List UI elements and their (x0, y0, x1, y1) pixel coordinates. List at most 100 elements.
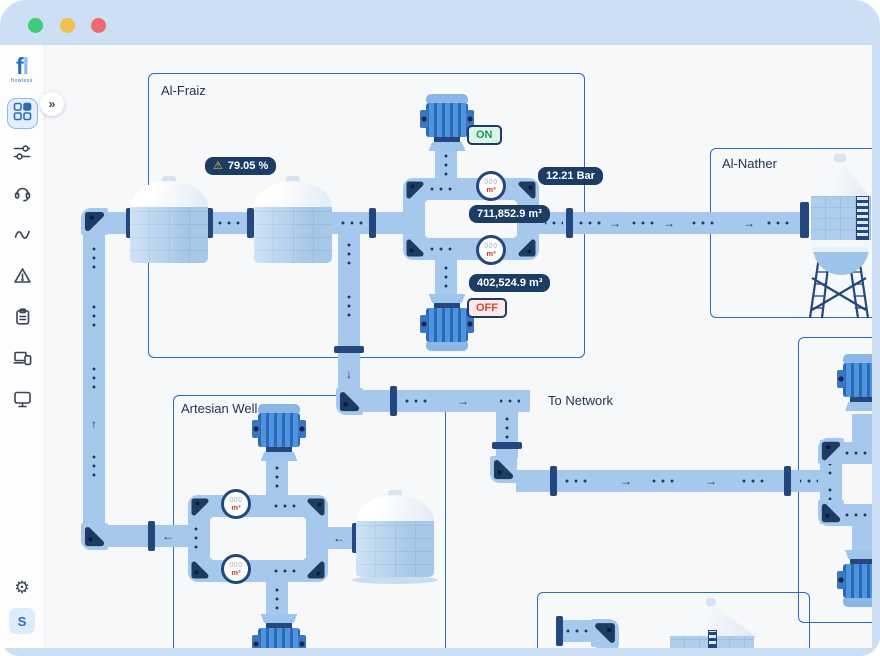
meter-unit: m³ (486, 184, 496, 194)
meter-value: 000 (229, 496, 243, 504)
flow-total-bottom-badge[interactable]: 402,524.9 m³ (469, 274, 551, 292)
pump-top (837, 354, 872, 411)
pipe-pump-top (852, 414, 872, 442)
pipe-elbow (304, 495, 328, 519)
flow-arrow-down-icon: ↓ (346, 367, 352, 381)
pipe-elbow (490, 456, 517, 483)
traffic-light-yellow[interactable] (60, 18, 75, 33)
sidebar-item-devices[interactable] (7, 344, 38, 375)
settings-gear-icon[interactable]: ⚙ (14, 578, 30, 597)
flow-arrow-left-icon: ← (333, 531, 345, 545)
pipe-dots (845, 450, 867, 456)
dashboard-grid-icon (13, 102, 32, 126)
pump-top-status-badge[interactable]: ON (467, 125, 502, 145)
pipe-flange (800, 202, 809, 238)
flow-meter[interactable]: 000 m³ (476, 235, 506, 265)
pressure-badge[interactable]: 12.21 Bar (538, 167, 603, 185)
sidebar-item-monitoring[interactable] (7, 385, 38, 416)
sidebar-item-reports[interactable] (7, 303, 38, 334)
pipe-pump-bottom (852, 526, 872, 550)
flow-arrow-right-icon: → (620, 474, 632, 488)
pipe-elbow (818, 500, 844, 526)
storage-tank (356, 490, 434, 577)
flow-meter[interactable]: 000 m³ (221, 489, 251, 519)
sidebar-expand-button[interactable]: » (40, 92, 64, 116)
pipe-flange (550, 466, 557, 496)
pipe-dots (91, 245, 97, 271)
user-avatar[interactable]: S (9, 608, 35, 634)
headset-icon (13, 184, 32, 208)
network-diagram-canvas[interactable]: Al-Fraiz Al-Nather Artesian Well To Netw… (45, 45, 872, 648)
pipe-loop-right (306, 516, 328, 562)
pipe-dots (630, 220, 656, 226)
pipe-dots (430, 246, 452, 252)
pipe-to-network (362, 390, 530, 412)
traffic-light-green[interactable] (28, 18, 43, 33)
sidebar: fl flowless (0, 45, 45, 648)
storage-tank (130, 176, 208, 263)
flow-arrow-right-icon: → (457, 394, 469, 408)
pipe-elbow (188, 558, 212, 582)
pipe-dots (274, 587, 280, 611)
flow-meter[interactable]: 000 m³ (476, 171, 506, 201)
pipe-dots (800, 478, 818, 484)
meter-unit: m³ (486, 248, 496, 258)
pipe-loop-left (188, 516, 210, 562)
pump-bottom (252, 614, 306, 648)
warning-triangle-icon (13, 266, 32, 290)
pipe-flange (126, 208, 133, 238)
tank-level-badge[interactable]: ⚠ 79.05 % (205, 157, 277, 175)
pipe-dots (273, 503, 297, 509)
meter-value: 000 (484, 178, 498, 186)
pipe-dots (193, 527, 199, 549)
tower-cap (834, 154, 846, 162)
waveform-icon (13, 225, 32, 249)
flow-arrow-up-icon: ↑ (91, 417, 97, 431)
tower-ladder (856, 196, 869, 240)
pipe-dots (91, 453, 97, 479)
pipe-dots (341, 220, 363, 226)
flow-meter[interactable]: 000 m³ (221, 554, 251, 584)
pump-bottom (420, 294, 474, 351)
logo-subtext: flowless (11, 78, 33, 84)
clipboard-icon (13, 307, 32, 331)
sidebar-item-support[interactable] (7, 180, 38, 211)
pipe-flange (334, 346, 364, 353)
zone-bottom-station (537, 592, 810, 648)
pipe-dots (443, 153, 449, 177)
pipe-dots (545, 220, 563, 226)
pipe-elbow (304, 558, 328, 582)
pipe-flange (247, 208, 254, 238)
pipe-elbow (403, 178, 427, 202)
pipe-elbow (515, 236, 539, 260)
meter-unit: m³ (231, 567, 241, 577)
pipe-dots (443, 265, 449, 289)
pipe-dots (650, 478, 676, 484)
devices-icon (12, 348, 32, 372)
pipe-flange (566, 208, 573, 238)
pipe-dots (565, 628, 589, 634)
traffic-light-red[interactable] (91, 18, 106, 33)
pipe-dots (216, 220, 242, 226)
zone-label-to-network: To Network (548, 393, 614, 408)
sidebar-item-signals[interactable] (7, 221, 38, 252)
pipe-dots (346, 241, 352, 267)
sidebar-item-alerts[interactable] (7, 262, 38, 293)
sidebar-item-controls[interactable] (7, 139, 38, 170)
pipe-dots (577, 220, 603, 226)
pipe-dots (403, 398, 429, 404)
pipe-dots (827, 488, 833, 510)
pump-bottom-status-badge[interactable]: OFF (467, 298, 507, 318)
pipe-flange (784, 466, 791, 496)
flow-total-top-badge[interactable]: 711,852.9 m³ (469, 205, 550, 223)
flow-arrow-left-icon: ← (162, 529, 174, 543)
meter-value: 000 (229, 561, 243, 569)
zone-label-artesian-well: Artesian Well (181, 401, 258, 416)
flow-arrow-right-icon: → (743, 216, 755, 230)
sliders-icon (13, 143, 32, 167)
pipe-loop-left (403, 199, 425, 239)
tank-level-value: 79.05 % (227, 160, 269, 172)
sidebar-item-dashboard[interactable] (6, 98, 38, 129)
pipe-dots (563, 478, 589, 484)
pipe-dots (740, 478, 766, 484)
